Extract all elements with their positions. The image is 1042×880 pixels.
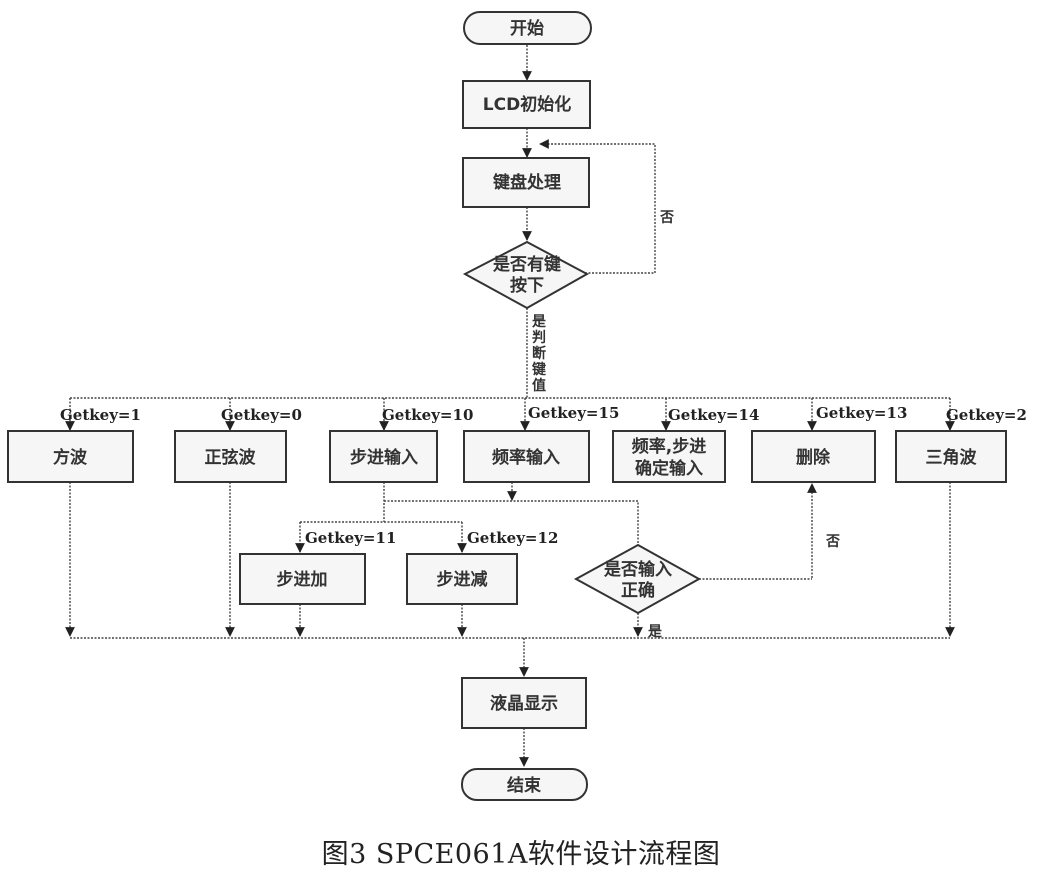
key-pressed-label-1: 是否有键 <box>493 254 561 275</box>
node-triangle-wave: 三角波 <box>895 430 1007 483</box>
node-start: 开始 <box>463 11 592 45</box>
yes-judge-label: 是 判 断 键 值 <box>531 314 547 394</box>
node-square-wave: 方波 <box>7 430 134 483</box>
triangle-wave-label: 三角波 <box>926 447 978 468</box>
lcd-init-label: LCD初始化 <box>483 94 571 115</box>
input-correct-label-2: 正确 <box>621 580 655 601</box>
figure-caption: 图3 SPCE061A软件设计流程图 <box>321 839 721 870</box>
key2-label: Getkey=2 <box>946 406 1027 424</box>
node-step-input: 步进输入 <box>329 430 438 483</box>
step-input-label: 步进输入 <box>350 447 418 468</box>
node-keyboard: 键盘处理 <box>462 157 590 208</box>
confirm-input-label-2: 确定输入 <box>635 458 703 479</box>
key12-label: Getkey=12 <box>467 529 558 547</box>
key13-label: Getkey=13 <box>816 404 907 422</box>
node-lcd-init: LCD初始化 <box>462 80 591 129</box>
end-label: 结束 <box>507 775 541 796</box>
sine-wave-label: 正弦波 <box>205 447 257 468</box>
key11-label: Getkey=11 <box>305 529 396 547</box>
node-confirm-input: 频率,步进 确定输入 <box>612 430 726 483</box>
key1-label: Getkey=1 <box>60 406 141 424</box>
step-add-label: 步进加 <box>277 569 328 590</box>
yes-judge-char: 断 <box>532 345 546 362</box>
yes-judge-char: 判 <box>532 329 546 346</box>
node-input-correct: 是否输入 正确 <box>573 543 702 615</box>
key10-label: Getkey=10 <box>382 406 473 424</box>
keyboard-label: 键盘处理 <box>493 172 561 193</box>
edge-no-loop <box>539 139 656 274</box>
lcd-display-label: 液晶显示 <box>490 693 558 714</box>
edge-input-bus <box>384 500 639 553</box>
start-label: 开始 <box>510 18 544 39</box>
key0-label: Getkey=0 <box>221 406 302 424</box>
input-correct-label-1: 是否输入 <box>604 559 672 580</box>
node-sine-wave: 正弦波 <box>174 430 287 483</box>
square-wave-label: 方波 <box>53 447 88 468</box>
confirm-input-label-1: 频率,步进 <box>632 436 706 457</box>
delete-label: 删除 <box>796 447 831 468</box>
input-yes-label: 是 <box>648 624 663 640</box>
node-lcd-display: 液晶显示 <box>461 677 587 729</box>
node-key-pressed: 是否有键 按下 <box>462 240 590 310</box>
step-sub-label: 步进减 <box>437 569 488 590</box>
node-delete: 删除 <box>751 430 876 483</box>
node-freq-input: 频率输入 <box>463 430 590 483</box>
yes-judge-char: 键 <box>531 361 547 378</box>
yes-judge-char: 是 <box>532 314 547 330</box>
node-step-sub: 步进减 <box>406 553 518 605</box>
node-end: 结束 <box>461 768 588 801</box>
no-loop-label: 否 <box>659 210 674 226</box>
yes-judge-char: 值 <box>532 377 546 394</box>
key-pressed-label-2: 按下 <box>510 275 544 296</box>
node-step-add: 步进加 <box>239 553 366 605</box>
freq-input-label: 频率输入 <box>492 447 560 468</box>
key14-label: Getkey=14 <box>668 406 759 424</box>
key15-label: Getkey=15 <box>528 404 619 422</box>
connectors <box>65 45 955 767</box>
input-no-label: 否 <box>825 534 840 550</box>
